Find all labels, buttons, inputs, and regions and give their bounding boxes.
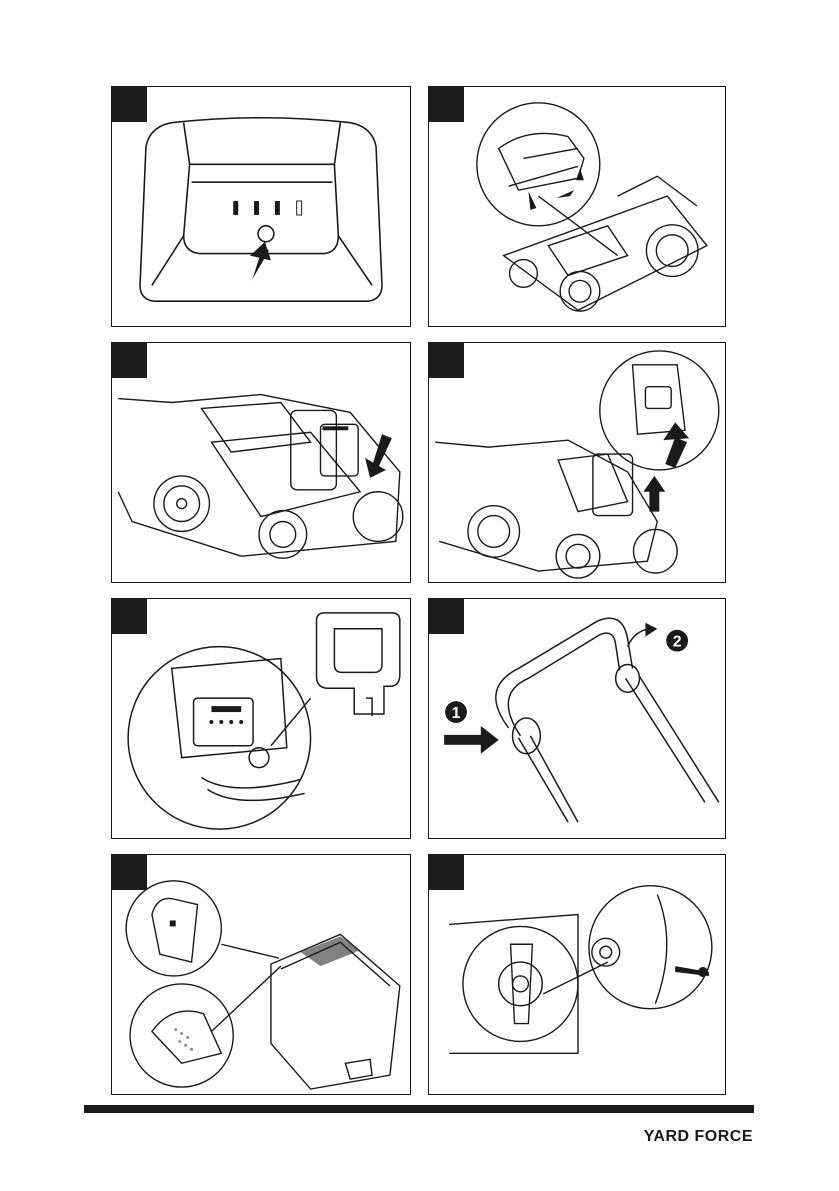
panel-height-adjust — [428, 86, 726, 327]
step-1-badge: 1 — [445, 701, 467, 723]
panel-safety-key — [111, 598, 411, 839]
svg-text:2: 2 — [673, 634, 682, 651]
remove-battery-illustration — [429, 343, 725, 582]
grass-box-illustration — [112, 855, 410, 1094]
insert-battery-illustration — [112, 343, 410, 582]
step-2-badge: 2 — [666, 630, 688, 652]
panel-grass-box — [111, 854, 411, 1095]
height-adjust-illustration — [429, 87, 725, 326]
svg-text:1: 1 — [452, 705, 461, 722]
panel-insert-battery — [111, 342, 411, 583]
blade-illustration — [429, 855, 725, 1094]
footer-rule — [84, 1105, 754, 1113]
battery-indicator-illustration — [112, 87, 410, 326]
brand-logo: YARD FORCE — [644, 1128, 753, 1146]
handle-fold-illustration: 1 2 — [429, 599, 725, 838]
panel-handle-fold: 1 2 — [428, 598, 726, 839]
panel-blade — [428, 854, 726, 1095]
safety-key-illustration — [112, 599, 410, 838]
panel-remove-battery — [428, 342, 726, 583]
panel-battery-indicator — [111, 86, 411, 327]
